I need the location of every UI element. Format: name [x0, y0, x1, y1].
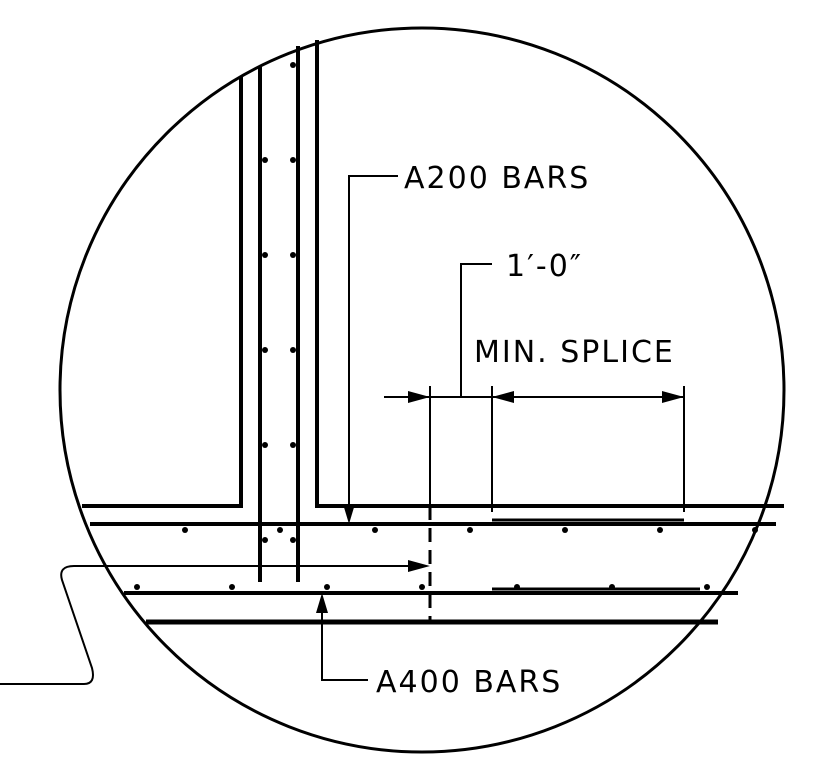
arrowhead — [408, 391, 430, 403]
leader-1ft — [460, 263, 492, 397]
label-dimension-1ft: 1′-0″ — [506, 249, 583, 284]
joint-leader-break — [0, 565, 412, 685]
label-min-splice: MIN. SPLICE — [474, 335, 675, 370]
leader-a200 — [348, 175, 398, 512]
arrowhead — [408, 560, 430, 572]
wall-outline-right — [315, 40, 784, 508]
bar-dots-upper — [182, 527, 758, 533]
arrowhead — [343, 504, 355, 524]
bar-dots-vertical-right — [290, 62, 296, 543]
label-a400-bars: A400 BARS — [376, 665, 562, 700]
label-a200-bars: A200 BARS — [404, 161, 590, 196]
bar-dots-lower — [134, 584, 710, 590]
bar-dots-vertical-left — [262, 157, 268, 543]
detail-circle — [58, 26, 786, 754]
arrowhead — [316, 593, 328, 613]
arrowhead — [662, 391, 684, 403]
leader-a400 — [321, 605, 368, 681]
wall-outline-left — [82, 76, 243, 508]
